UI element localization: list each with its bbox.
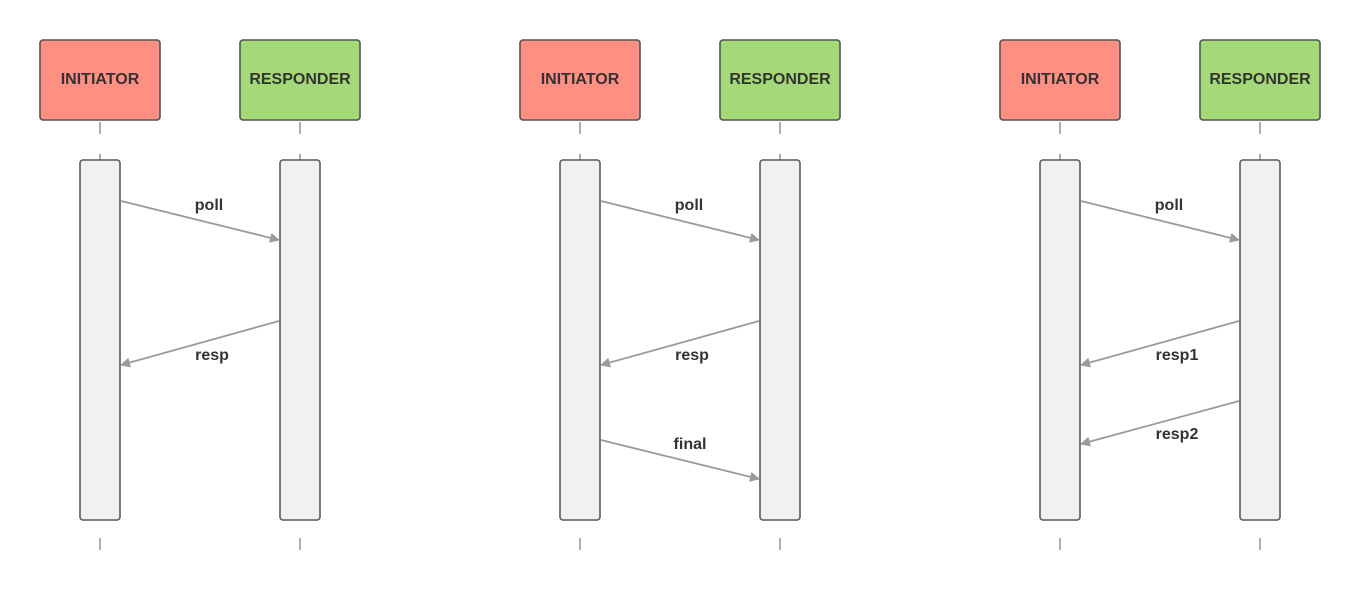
responder-label: RESPONDER	[1209, 71, 1311, 88]
message-label-final: final	[674, 436, 707, 453]
responder-label: RESPONDER	[249, 71, 351, 88]
message-label-resp1: resp1	[1156, 347, 1199, 364]
message-arrow-poll	[1080, 200, 1240, 243]
message-label-resp2: resp2	[1156, 426, 1199, 443]
responder-activation	[1239, 159, 1281, 521]
initiator-activation	[559, 159, 601, 521]
message-arrow-poll	[120, 200, 280, 243]
initiator-box	[39, 39, 161, 121]
message-arrow-resp2	[1080, 400, 1240, 447]
message-label-poll: poll	[1155, 197, 1183, 214]
initiator-box	[519, 39, 641, 121]
responder-activation	[279, 159, 321, 521]
message-label-poll: poll	[675, 197, 703, 214]
message-arrow-resp	[600, 320, 760, 368]
initiator-box	[999, 39, 1121, 121]
responder-box	[1199, 39, 1321, 121]
sequence-diagram-1: INITIATOR RESPONDER poll resp	[39, 39, 361, 560]
responder-box	[719, 39, 841, 121]
responder-box	[239, 39, 361, 121]
responder-label: RESPONDER	[729, 71, 831, 88]
message-label-resp: resp	[675, 347, 709, 364]
message-arrow-resp1	[1080, 320, 1240, 368]
initiator-label: INITIATOR	[1021, 71, 1100, 88]
message-label-poll: poll	[195, 197, 223, 214]
initiator-activation	[79, 159, 121, 521]
message-arrow-final	[600, 439, 760, 482]
initiator-activation	[1039, 159, 1081, 521]
sequence-diagram-3: INITIATOR RESPONDER poll resp1 resp2	[999, 39, 1321, 560]
sequence-diagram-2: INITIATOR RESPONDER poll resp final	[519, 39, 841, 560]
initiator-label: INITIATOR	[541, 71, 620, 88]
message-label-resp: resp	[195, 347, 229, 364]
message-arrow-resp	[120, 320, 280, 368]
responder-activation	[759, 159, 801, 521]
message-arrow-poll	[600, 200, 760, 243]
initiator-label: INITIATOR	[61, 71, 140, 88]
